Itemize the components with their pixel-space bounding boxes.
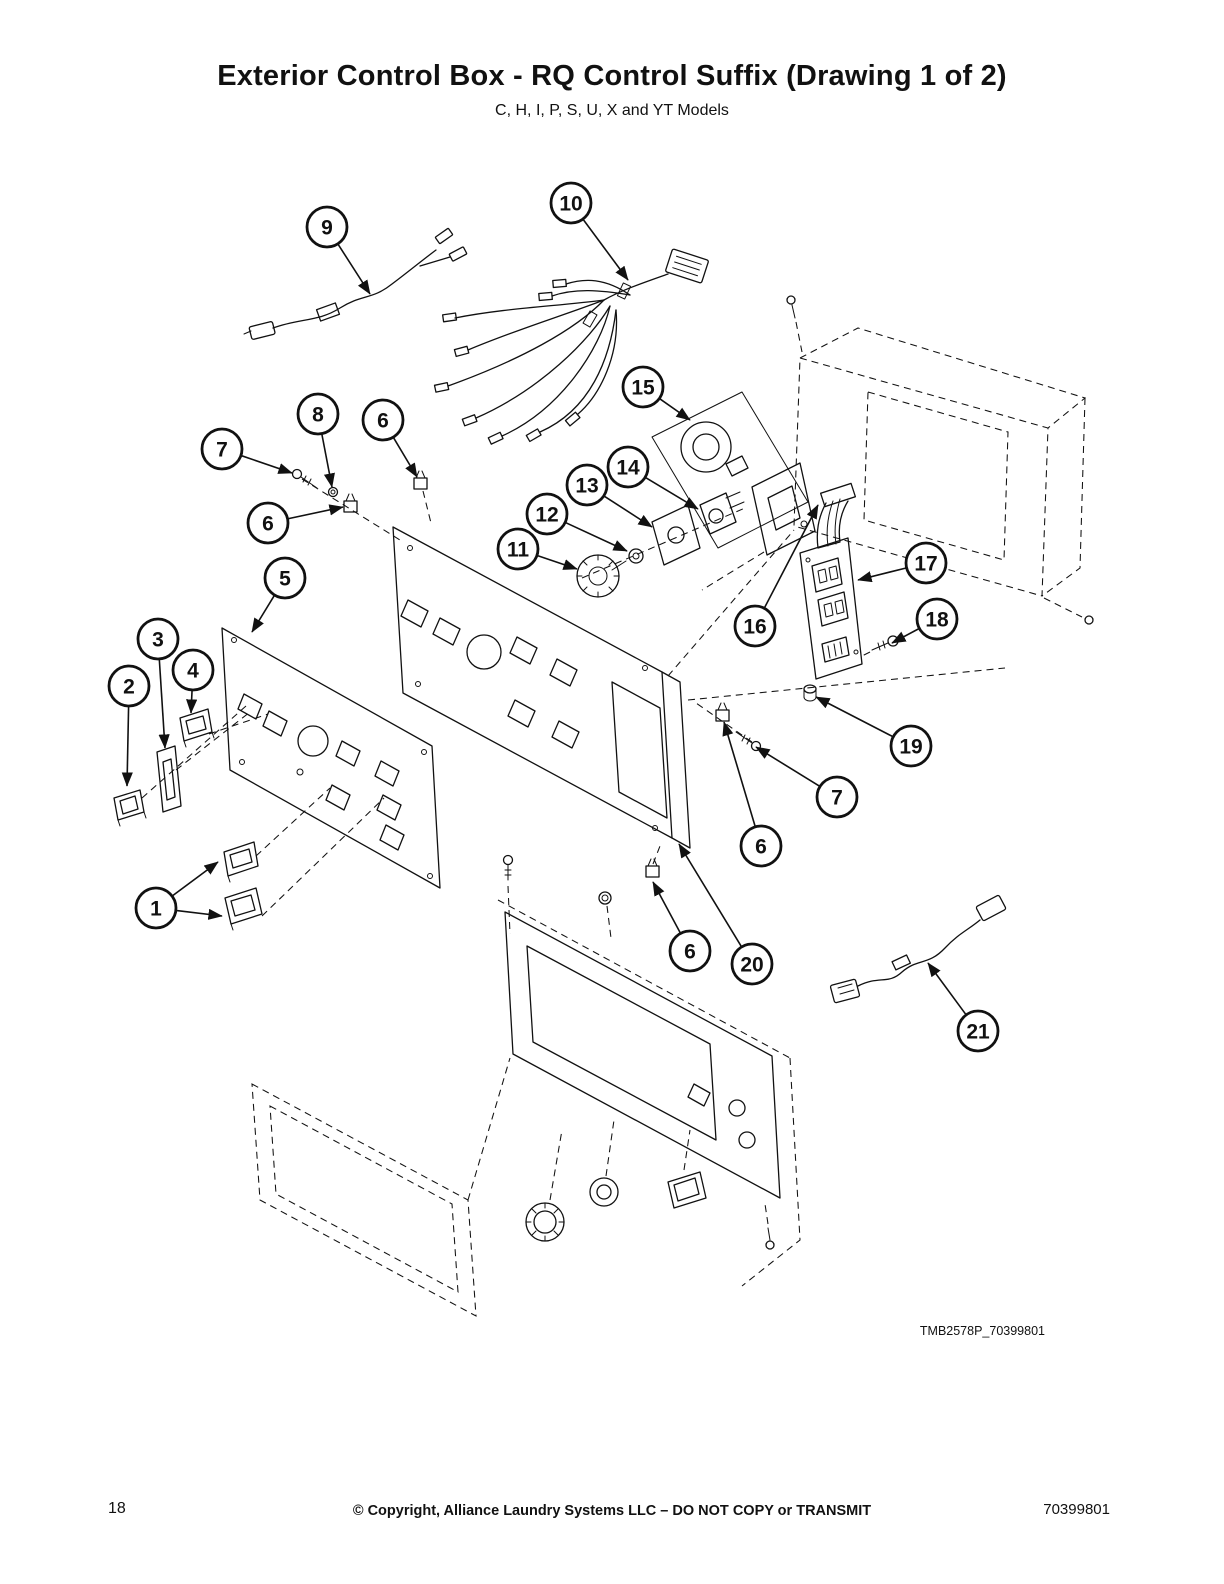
svg-text:21: 21 [966, 1021, 990, 1044]
svg-text:6: 6 [262, 513, 274, 536]
svg-text:15: 15 [631, 377, 655, 400]
callout-11: 11 [496, 527, 578, 571]
svg-text:7: 7 [831, 787, 843, 810]
svg-text:20: 20 [740, 954, 763, 977]
callout-15: 15 [621, 365, 691, 421]
switch-plate [156, 745, 182, 813]
svg-text:7: 7 [216, 439, 228, 462]
rocker-switch-left [113, 789, 147, 827]
gasket-ring [251, 1057, 511, 1317]
lock-knob [525, 1129, 565, 1242]
callout-21: 21 [927, 962, 1000, 1053]
svg-text:6: 6 [377, 410, 389, 433]
page-title: Exterior Control Box - RQ Control Suffix… [217, 60, 1007, 92]
svg-text:16: 16 [743, 616, 766, 639]
callout-13: 13 [565, 463, 653, 528]
rocker-switch-upper [179, 708, 215, 748]
svg-text:18: 18 [925, 609, 949, 632]
callout-17: 17 [857, 541, 948, 585]
callout-6: 6 [246, 501, 344, 545]
callout-16: 16 [733, 504, 819, 648]
bezel-housing-outline [497, 899, 801, 1287]
panel-screw-left [291, 468, 318, 489]
svg-text:14: 14 [616, 457, 640, 480]
jumper-wire-harness [243, 227, 468, 340]
callout-19: 19 [815, 696, 933, 768]
callout-8: 8 [296, 392, 340, 488]
panel-clip-d [645, 858, 660, 878]
callout-6: 6 [722, 721, 783, 868]
panel-clip-a [343, 493, 358, 513]
page-number: 18 [108, 1500, 126, 1517]
callout-10: 10 [549, 181, 629, 281]
callout-20: 20 [678, 843, 774, 986]
callout-1: 1 [134, 861, 223, 930]
callout-18: 18 [891, 597, 959, 644]
grommet [598, 891, 612, 939]
mounting-ring [589, 1119, 619, 1207]
board-screw [861, 635, 899, 657]
callout-6: 6 [361, 398, 418, 478]
callout-6: 6 [652, 881, 712, 973]
svg-text:9: 9 [321, 217, 333, 240]
bezel-screw [502, 854, 514, 935]
knob-axis-line [581, 507, 746, 579]
ribbon-cable [816, 482, 857, 549]
lower-rocker-switch [667, 1129, 707, 1209]
knob-washer [628, 548, 644, 564]
buzzer-assembly [651, 391, 816, 591]
copyright-notice: © Copyright, Alliance Laundry Systems LL… [352, 1503, 872, 1519]
display-board [799, 537, 863, 680]
display-wire-harness [829, 894, 1007, 1004]
svg-text:3: 3 [152, 629, 164, 652]
drawing-reference: TMB2578P_70399801 [919, 1324, 1045, 1338]
svg-text:5: 5 [279, 568, 291, 591]
callout-7: 7 [200, 427, 293, 474]
svg-text:1: 1 [150, 898, 162, 921]
callout-7: 7 [755, 746, 859, 819]
page-subtitle: C, H, I, P, S, U, X and YT Models [495, 102, 729, 119]
svg-text:17: 17 [914, 553, 937, 576]
svg-text:8: 8 [312, 404, 324, 427]
svg-text:13: 13 [575, 475, 598, 498]
control-panel [392, 526, 691, 849]
toggle-switch [699, 491, 745, 535]
callout-2: 2 [107, 664, 151, 787]
svg-text:11: 11 [507, 539, 530, 562]
callout-4: 4 [171, 648, 215, 714]
svg-text:19: 19 [899, 736, 922, 759]
svg-text:4: 4 [187, 660, 199, 683]
callout-12: 12 [525, 492, 628, 552]
mounting-bracket [651, 504, 701, 566]
main-wire-harness [433, 248, 709, 445]
bottom-screw [764, 1203, 775, 1250]
control-knob [576, 554, 627, 598]
assembly-axis-lines [141, 478, 1006, 917]
callout-3: 3 [136, 617, 180, 749]
svg-text:2: 2 [123, 676, 135, 699]
svg-text:6: 6 [684, 941, 696, 964]
trim-bezel [504, 911, 781, 1199]
document-number: 70399801 [1043, 1501, 1110, 1518]
lock-washer [327, 486, 339, 498]
rocker-switch-pair [223, 841, 263, 931]
svg-text:6: 6 [755, 836, 767, 859]
callout-9: 9 [305, 205, 371, 295]
svg-text:10: 10 [559, 193, 582, 216]
rear-housing-outline [786, 295, 1094, 625]
svg-text:12: 12 [535, 504, 558, 527]
callout-5: 5 [251, 556, 307, 633]
callout-14: 14 [606, 445, 699, 510]
